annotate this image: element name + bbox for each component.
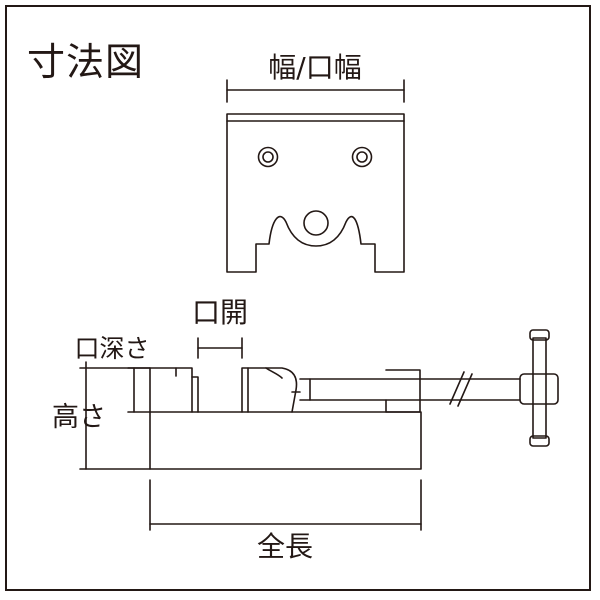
center-hole xyxy=(303,210,329,236)
side-dimensions xyxy=(79,337,422,531)
handle-hub xyxy=(519,373,559,405)
nut-block xyxy=(385,369,421,413)
diagram-frame: 寸法図 xyxy=(5,5,591,591)
mounting-hole-right-inner xyxy=(356,151,368,163)
vise-base xyxy=(149,411,422,470)
label-height: 高さ xyxy=(52,402,106,433)
movable-jaw xyxy=(241,367,298,413)
mounting-hole-left-outer xyxy=(257,146,279,168)
handle-bar xyxy=(532,337,547,439)
handle-cap-bottom xyxy=(529,435,550,447)
mounting-hole-right-outer xyxy=(351,146,373,168)
vise-side-view xyxy=(149,329,559,470)
jaw-plate-view xyxy=(226,79,405,273)
mounting-hole-left-inner xyxy=(262,151,274,163)
label-overall-length: 全長 xyxy=(257,530,313,563)
label-jaw-depth: 口深さ xyxy=(74,334,149,363)
label-jaw-opening: 口開 xyxy=(192,296,248,329)
movable-jaw-curve xyxy=(265,367,283,379)
diagram-title: 寸法図 xyxy=(27,40,145,84)
fixed-jaw xyxy=(149,367,199,413)
handle-cap-top xyxy=(529,329,550,341)
jaw-plate-outline xyxy=(226,113,405,273)
label-width-jaw-width: 幅/口幅 xyxy=(268,51,361,84)
break-mark-left xyxy=(449,371,465,405)
break-mark-right xyxy=(457,373,473,407)
